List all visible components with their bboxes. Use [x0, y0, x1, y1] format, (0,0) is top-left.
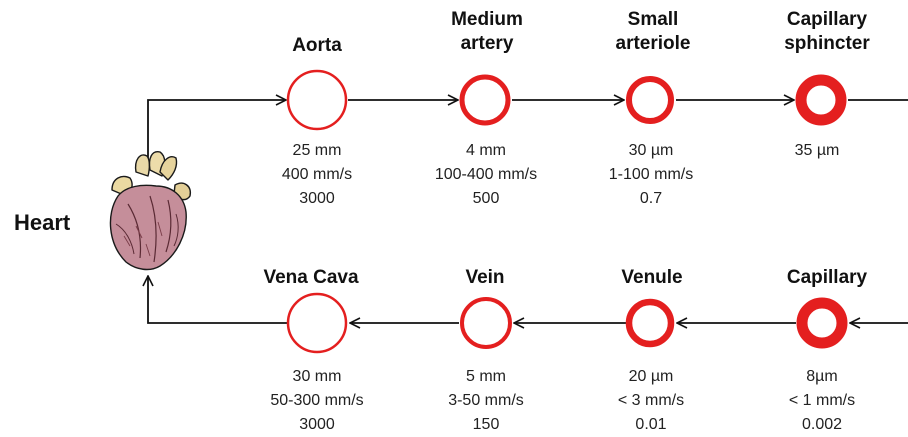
vena-cava-number: 3000 [299, 416, 335, 433]
medium-artery-number: 500 [472, 190, 500, 207]
vessel-stats-medium-artery: 4 mm 100-400 mm/s 500 [401, 139, 571, 211]
vessel-name-vein: Vein [465, 267, 505, 288]
vessel-stats-capillary: 8µm < 1 mm/s 0.002 [737, 365, 907, 437]
vessel-stats-vena-cava: 30 mm 50-300 mm/s 3000 [232, 365, 402, 437]
capillary-diameter: 8µm [806, 368, 838, 385]
venule-number: 0.01 [635, 416, 667, 433]
small-arteriole-velocity: 1-100 mm/s [608, 166, 694, 183]
vessel-venule-ring [625, 298, 675, 348]
aorta-velocity: 400 mm/s [281, 166, 353, 183]
vessel-name-venule: Venule [621, 267, 683, 288]
vessel-stats-small-arteriole: 30 µm 1-100 mm/s 0.7 [566, 139, 736, 211]
capillary-sphincter-name-line1: Capillary [786, 9, 868, 30]
vessel-name-aorta: Aorta [292, 35, 342, 56]
vessel-name-medium-artery: Medium artery [412, 8, 562, 56]
vessel-name-small-arteriole: Small arteriole [578, 8, 728, 56]
vessel-capillary-sphincter-ring [795, 74, 847, 126]
vessel-stats-vein: 5 mm 3-50 mm/s 150 [401, 365, 571, 437]
vessel-capillary-ring [796, 297, 848, 349]
vein-number: 150 [472, 416, 500, 433]
vessel-vena-cava-ring [286, 292, 348, 354]
vessel-stats-capillary-sphincter: 35 µm [732, 139, 902, 163]
small-arteriole-diameter: 30 µm [628, 142, 674, 159]
heart-icon [109, 151, 191, 271]
vessel-vein-ring [460, 297, 512, 349]
medium-artery-name-line1: Medium [451, 9, 523, 30]
aorta-diameter: 25 mm [292, 142, 342, 159]
vessel-aorta-ring [286, 69, 348, 131]
capillary-velocity: < 1 mm/s [788, 392, 856, 409]
vein-velocity: 3-50 mm/s [448, 392, 524, 409]
venule-velocity: < 3 mm/s [617, 392, 685, 409]
vessel-stats-venule: 20 µm < 3 mm/s 0.01 [566, 365, 736, 437]
vessel-stats-aorta: 25 mm 400 mm/s 3000 [232, 139, 402, 211]
flow-line-heart-to-aorta [147, 100, 286, 160]
small-arteriole-name-line1: Small [627, 9, 679, 30]
vessel-medium-artery-ring [459, 74, 511, 126]
vessel-small-arteriole-ring [626, 76, 674, 124]
vena-cava-diameter: 30 mm [292, 368, 342, 385]
small-arteriole-name-line2: arteriole [615, 33, 691, 54]
capillary-sphincter-name-line2: sphincter [784, 33, 870, 54]
vessel-name-capillary: Capillary [786, 267, 868, 288]
vein-diameter: 5 mm [466, 368, 506, 385]
capillary-sphincter-diameter: 35 µm [794, 142, 840, 159]
flow-line-vena-cava-to-heart [148, 276, 287, 324]
medium-artery-diameter: 4 mm [466, 142, 506, 159]
heart-label: Heart [14, 210, 71, 235]
vessel-name-capillary-sphincter: Capillary sphincter [752, 8, 902, 56]
vena-cava-velocity: 50-300 mm/s [270, 392, 364, 409]
medium-artery-name-line2: artery [460, 33, 514, 54]
venule-diameter: 20 µm [628, 368, 674, 385]
capillary-number: 0.002 [801, 416, 843, 433]
vessel-name-vena-cava: Vena Cava [263, 267, 359, 288]
small-arteriole-number: 0.7 [639, 190, 663, 207]
aorta-number: 3000 [299, 190, 335, 207]
medium-artery-velocity: 100-400 mm/s [434, 166, 538, 183]
